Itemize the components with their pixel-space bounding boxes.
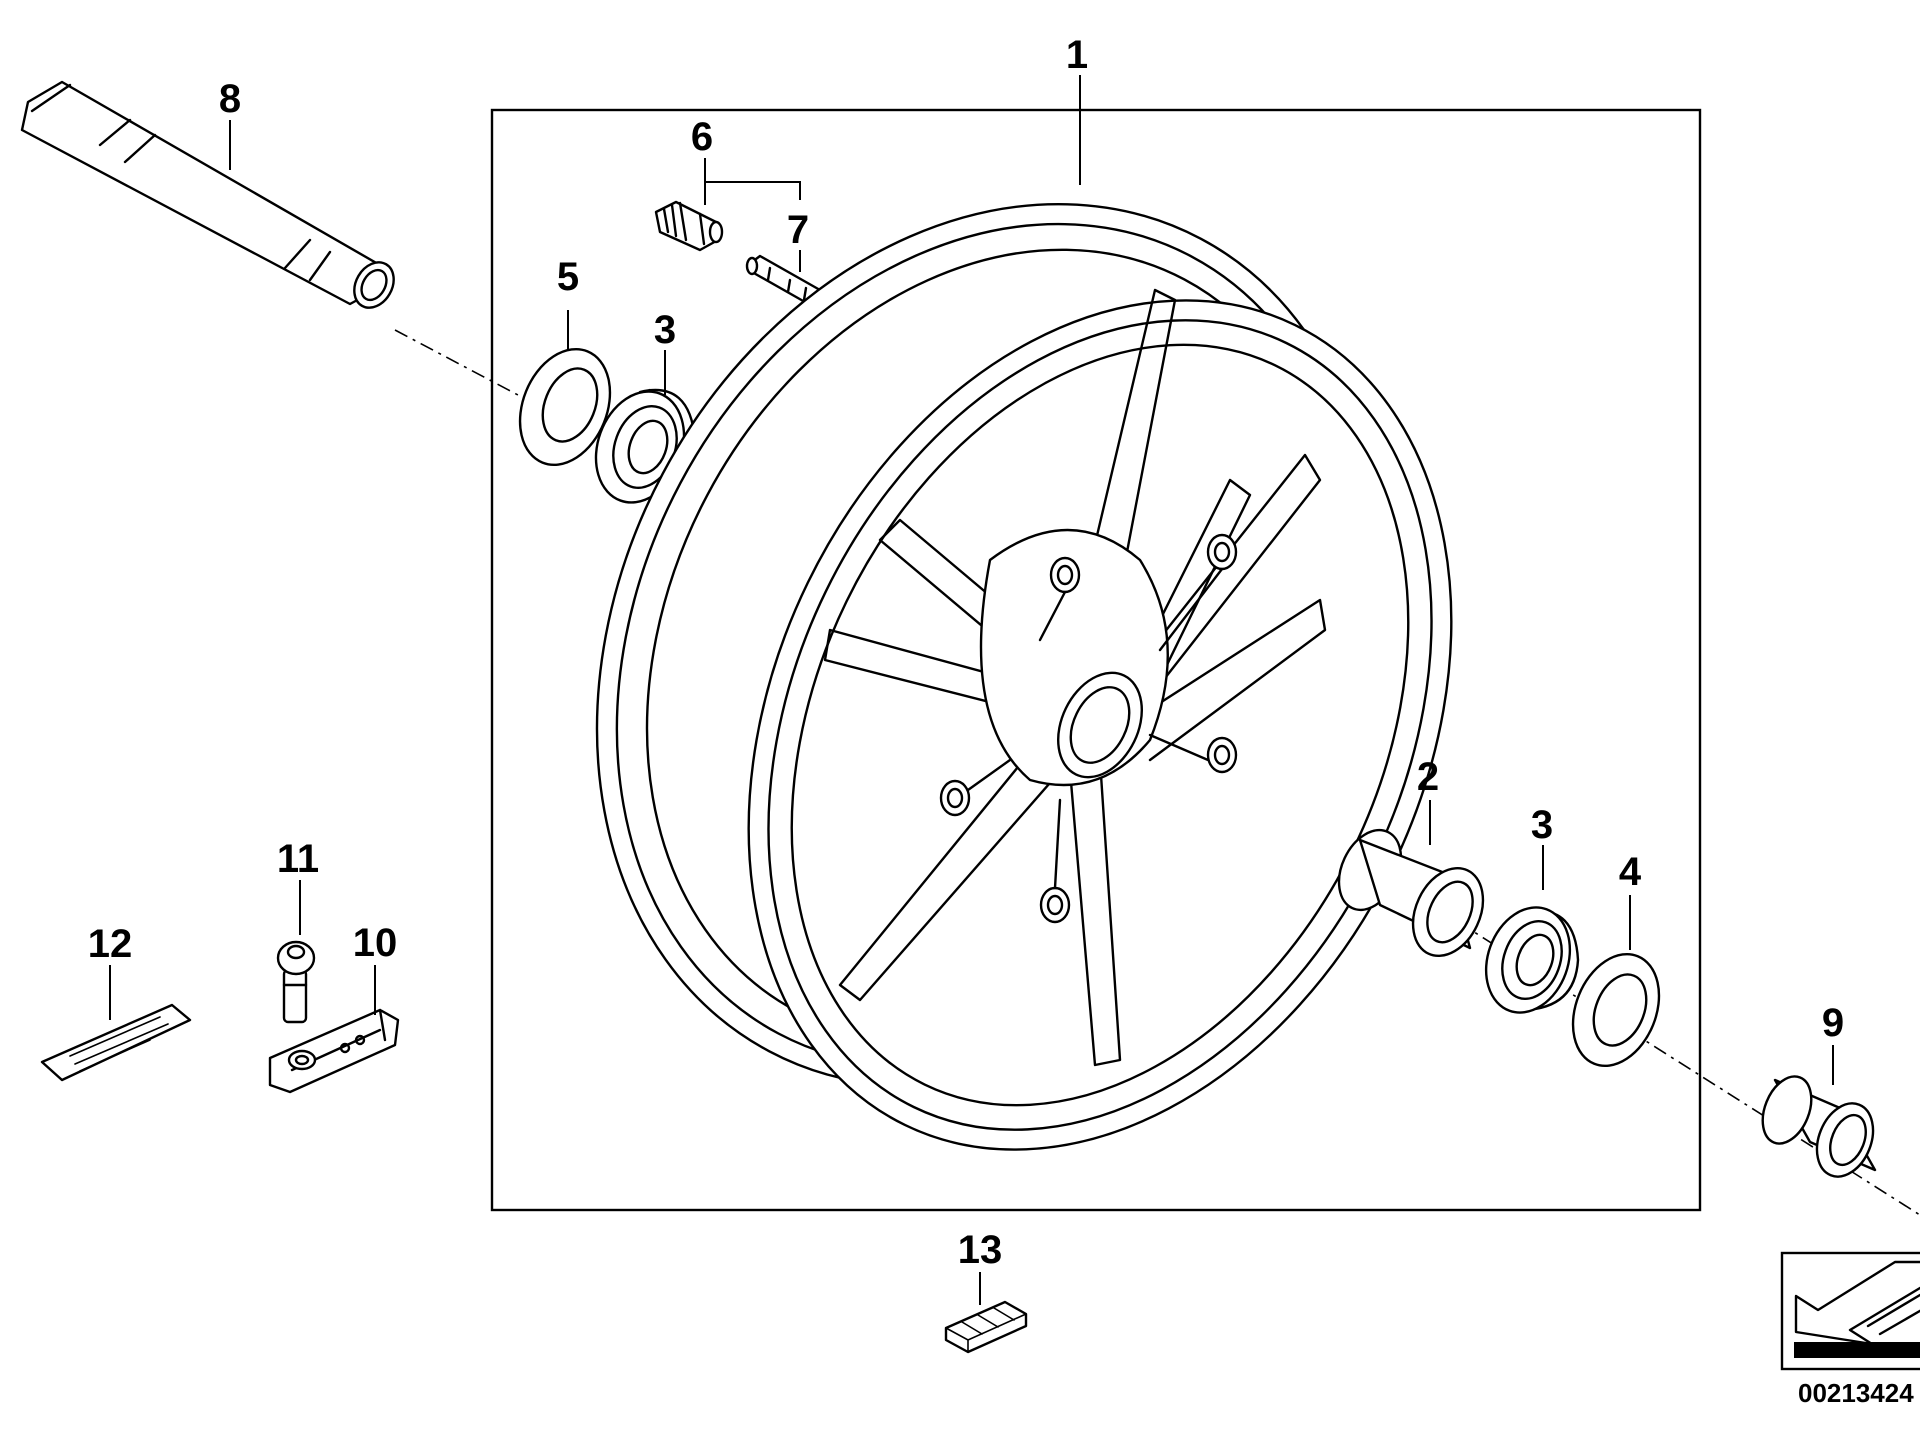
part-spacer-sleeve xyxy=(1337,828,1485,958)
callout-2: 2 xyxy=(1417,755,1439,799)
part-label-sticker xyxy=(40,1003,192,1082)
leader-lines xyxy=(109,75,1834,1305)
callout-1: 1 xyxy=(1066,33,1088,77)
callout-10: 10 xyxy=(353,921,398,965)
document-number: 00213424 xyxy=(1798,1378,1914,1408)
part-valve-fitting xyxy=(654,200,724,252)
callout-6: 6 xyxy=(691,115,713,159)
callout-3-left: 3 xyxy=(654,308,676,352)
part-spacer-bushing xyxy=(1761,1075,1877,1178)
part-valve-stem xyxy=(745,254,824,308)
direction-arrow-icon xyxy=(1780,1251,1920,1371)
callout-12: 12 xyxy=(88,922,133,966)
callout-11: 11 xyxy=(277,837,319,881)
part-seal-ring-right xyxy=(1571,952,1661,1068)
callout-4: 4 xyxy=(1619,850,1642,894)
callout-5: 5 xyxy=(557,255,579,299)
part-small-pad xyxy=(944,1300,1028,1354)
callout-3-right: 3 xyxy=(1531,803,1553,847)
part-bearing-right xyxy=(1484,906,1580,1014)
part-axle xyxy=(20,80,395,309)
callout-13: 13 xyxy=(958,1228,1003,1272)
callout-8: 8 xyxy=(219,77,241,121)
callout-9: 9 xyxy=(1822,1001,1844,1045)
callout-7: 7 xyxy=(787,208,809,252)
part-wheel xyxy=(595,202,1453,1151)
part-bolt xyxy=(276,940,316,1024)
assembly-frame xyxy=(490,108,1702,1212)
part-sensor-bracket xyxy=(268,1008,400,1094)
